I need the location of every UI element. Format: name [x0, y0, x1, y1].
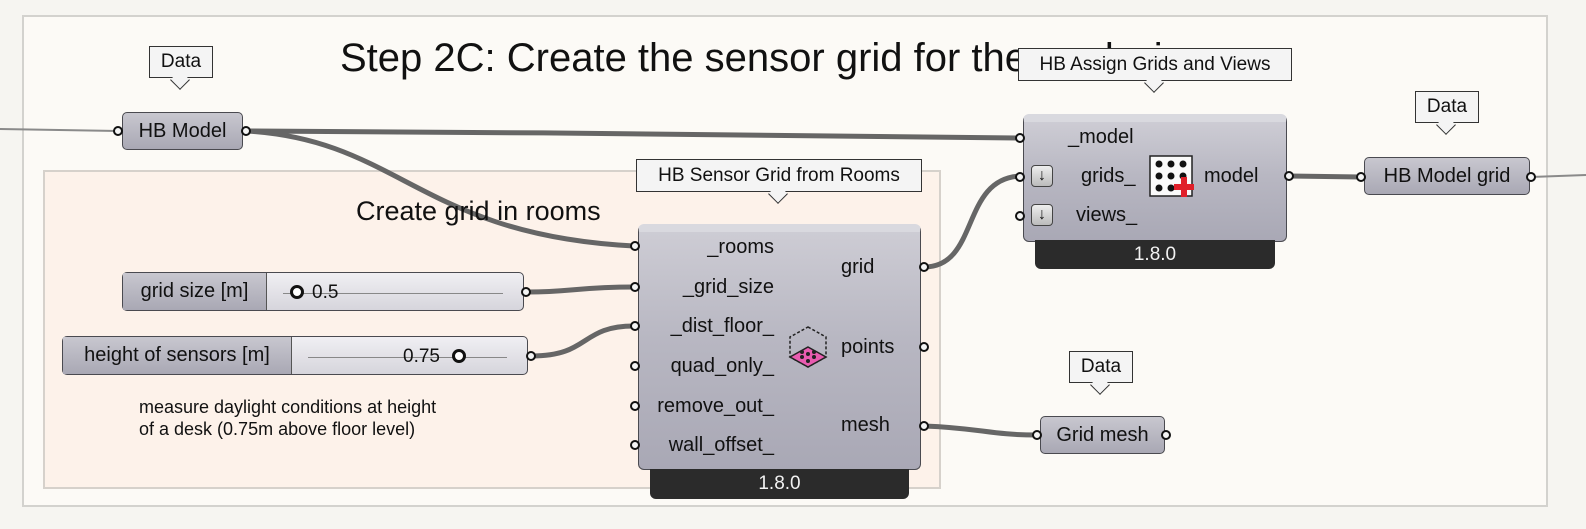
- sensor-input-remove-out: remove_out_: [657, 395, 774, 417]
- sensor-grip-dist-floor[interactable]: [630, 321, 640, 331]
- assign-input-model: _model: [1068, 126, 1134, 148]
- assign-input-grids: grids_: [1081, 165, 1136, 187]
- hb-model-input-grip[interactable]: [113, 126, 123, 136]
- sensor-output-mesh: mesh: [841, 414, 890, 436]
- sensor-grid-version: 1.8.0: [650, 469, 909, 499]
- assign-grip-model-in[interactable]: [1015, 133, 1025, 143]
- note-line-2: of a desk (0.75m above floor level): [139, 419, 416, 439]
- height-slider-knob[interactable]: [452, 349, 466, 363]
- grid-mesh-param[interactable]: Grid mesh: [1040, 416, 1165, 454]
- sensor-input-wall-offset: wall_offset_: [668, 434, 774, 456]
- hb-model-grid-output-grip[interactable]: [1526, 172, 1536, 182]
- height-slider[interactable]: height of sensors [m] 0.75: [62, 336, 528, 375]
- tag-assign: HB Assign Grids and Views: [1018, 48, 1292, 81]
- grid-size-slider-label: grid size [m]: [123, 273, 267, 310]
- sensor-grip-grid-size[interactable]: [630, 282, 640, 292]
- hb-model-label: HB Model: [138, 120, 227, 142]
- assign-version: 1.8.0: [1035, 240, 1275, 269]
- sensor-grid-cube-icon: [788, 326, 828, 368]
- sensor-grip-grid-out[interactable]: [919, 262, 929, 272]
- assign-grip-grids-in[interactable]: [1015, 172, 1025, 182]
- hb-model-grid-input-grip[interactable]: [1356, 172, 1366, 182]
- sensor-input-grid-size: _grid_size: [682, 276, 774, 298]
- sensor-grip-mesh-out[interactable]: [919, 421, 929, 431]
- assign-grip-views-in[interactable]: [1015, 211, 1025, 221]
- grid-size-output-grip[interactable]: [521, 287, 531, 297]
- grid-size-slider-track[interactable]: [283, 285, 503, 294]
- grid-size-slider-value: 0.5: [312, 282, 339, 303]
- grid-mesh-input-grip[interactable]: [1032, 430, 1042, 440]
- sensor-output-grid: grid: [841, 256, 875, 278]
- note-text: measure daylight conditions at height of…: [139, 396, 436, 440]
- note-line-1: measure daylight conditions at height: [139, 397, 437, 417]
- assign-output-model: model: [1204, 165, 1259, 187]
- height-slider-value: 0.75: [403, 346, 440, 367]
- sensor-input-quad-only: quad_only_: [670, 355, 774, 377]
- data-tag-right: Data: [1415, 91, 1479, 123]
- hb-model-grid-param[interactable]: HB Model grid: [1364, 157, 1530, 195]
- grids-flatten-button[interactable]: ↓: [1031, 165, 1053, 187]
- sensor-grip-wall-offset[interactable]: [630, 440, 640, 450]
- sensor-grip-remove-out[interactable]: [630, 401, 640, 411]
- height-slider-label: height of sensors [m]: [63, 337, 292, 374]
- grid-mesh-output-grip[interactable]: [1161, 430, 1171, 440]
- grid-size-slider[interactable]: grid size [m] 0.5: [122, 272, 524, 311]
- sensor-grid-component[interactable]: [638, 224, 921, 470]
- assign-grip-model-out[interactable]: [1284, 171, 1294, 181]
- data-tag-left: Data: [149, 46, 213, 78]
- views-flatten-button[interactable]: ↓: [1031, 204, 1053, 226]
- height-slider-track[interactable]: [308, 349, 507, 358]
- height-output-grip[interactable]: [526, 351, 536, 361]
- hb-model-grid-label: HB Model grid: [1383, 165, 1511, 187]
- sensor-output-points: points: [841, 336, 895, 358]
- assign-input-views: views_: [1076, 204, 1138, 226]
- sensor-grip-points-out[interactable]: [919, 342, 929, 352]
- sensor-grip-rooms[interactable]: [630, 241, 640, 251]
- grid-dots-plus-icon: [1149, 155, 1194, 197]
- group-title: Create grid in rooms: [356, 196, 601, 226]
- tag-sensor-grid: HB Sensor Grid from Rooms: [636, 159, 922, 192]
- sensor-grip-quad-only[interactable]: [630, 361, 640, 371]
- data-tag-mesh: Data: [1069, 351, 1133, 383]
- grid-mesh-label: Grid mesh: [1056, 424, 1149, 446]
- grid-size-slider-knob[interactable]: [290, 285, 304, 299]
- sensor-input-dist-floor: _dist_floor_: [670, 315, 774, 337]
- hb-model-output-grip[interactable]: [241, 126, 251, 136]
- hb-model-param[interactable]: HB Model: [122, 112, 243, 150]
- sensor-input-rooms: _rooms: [707, 236, 774, 258]
